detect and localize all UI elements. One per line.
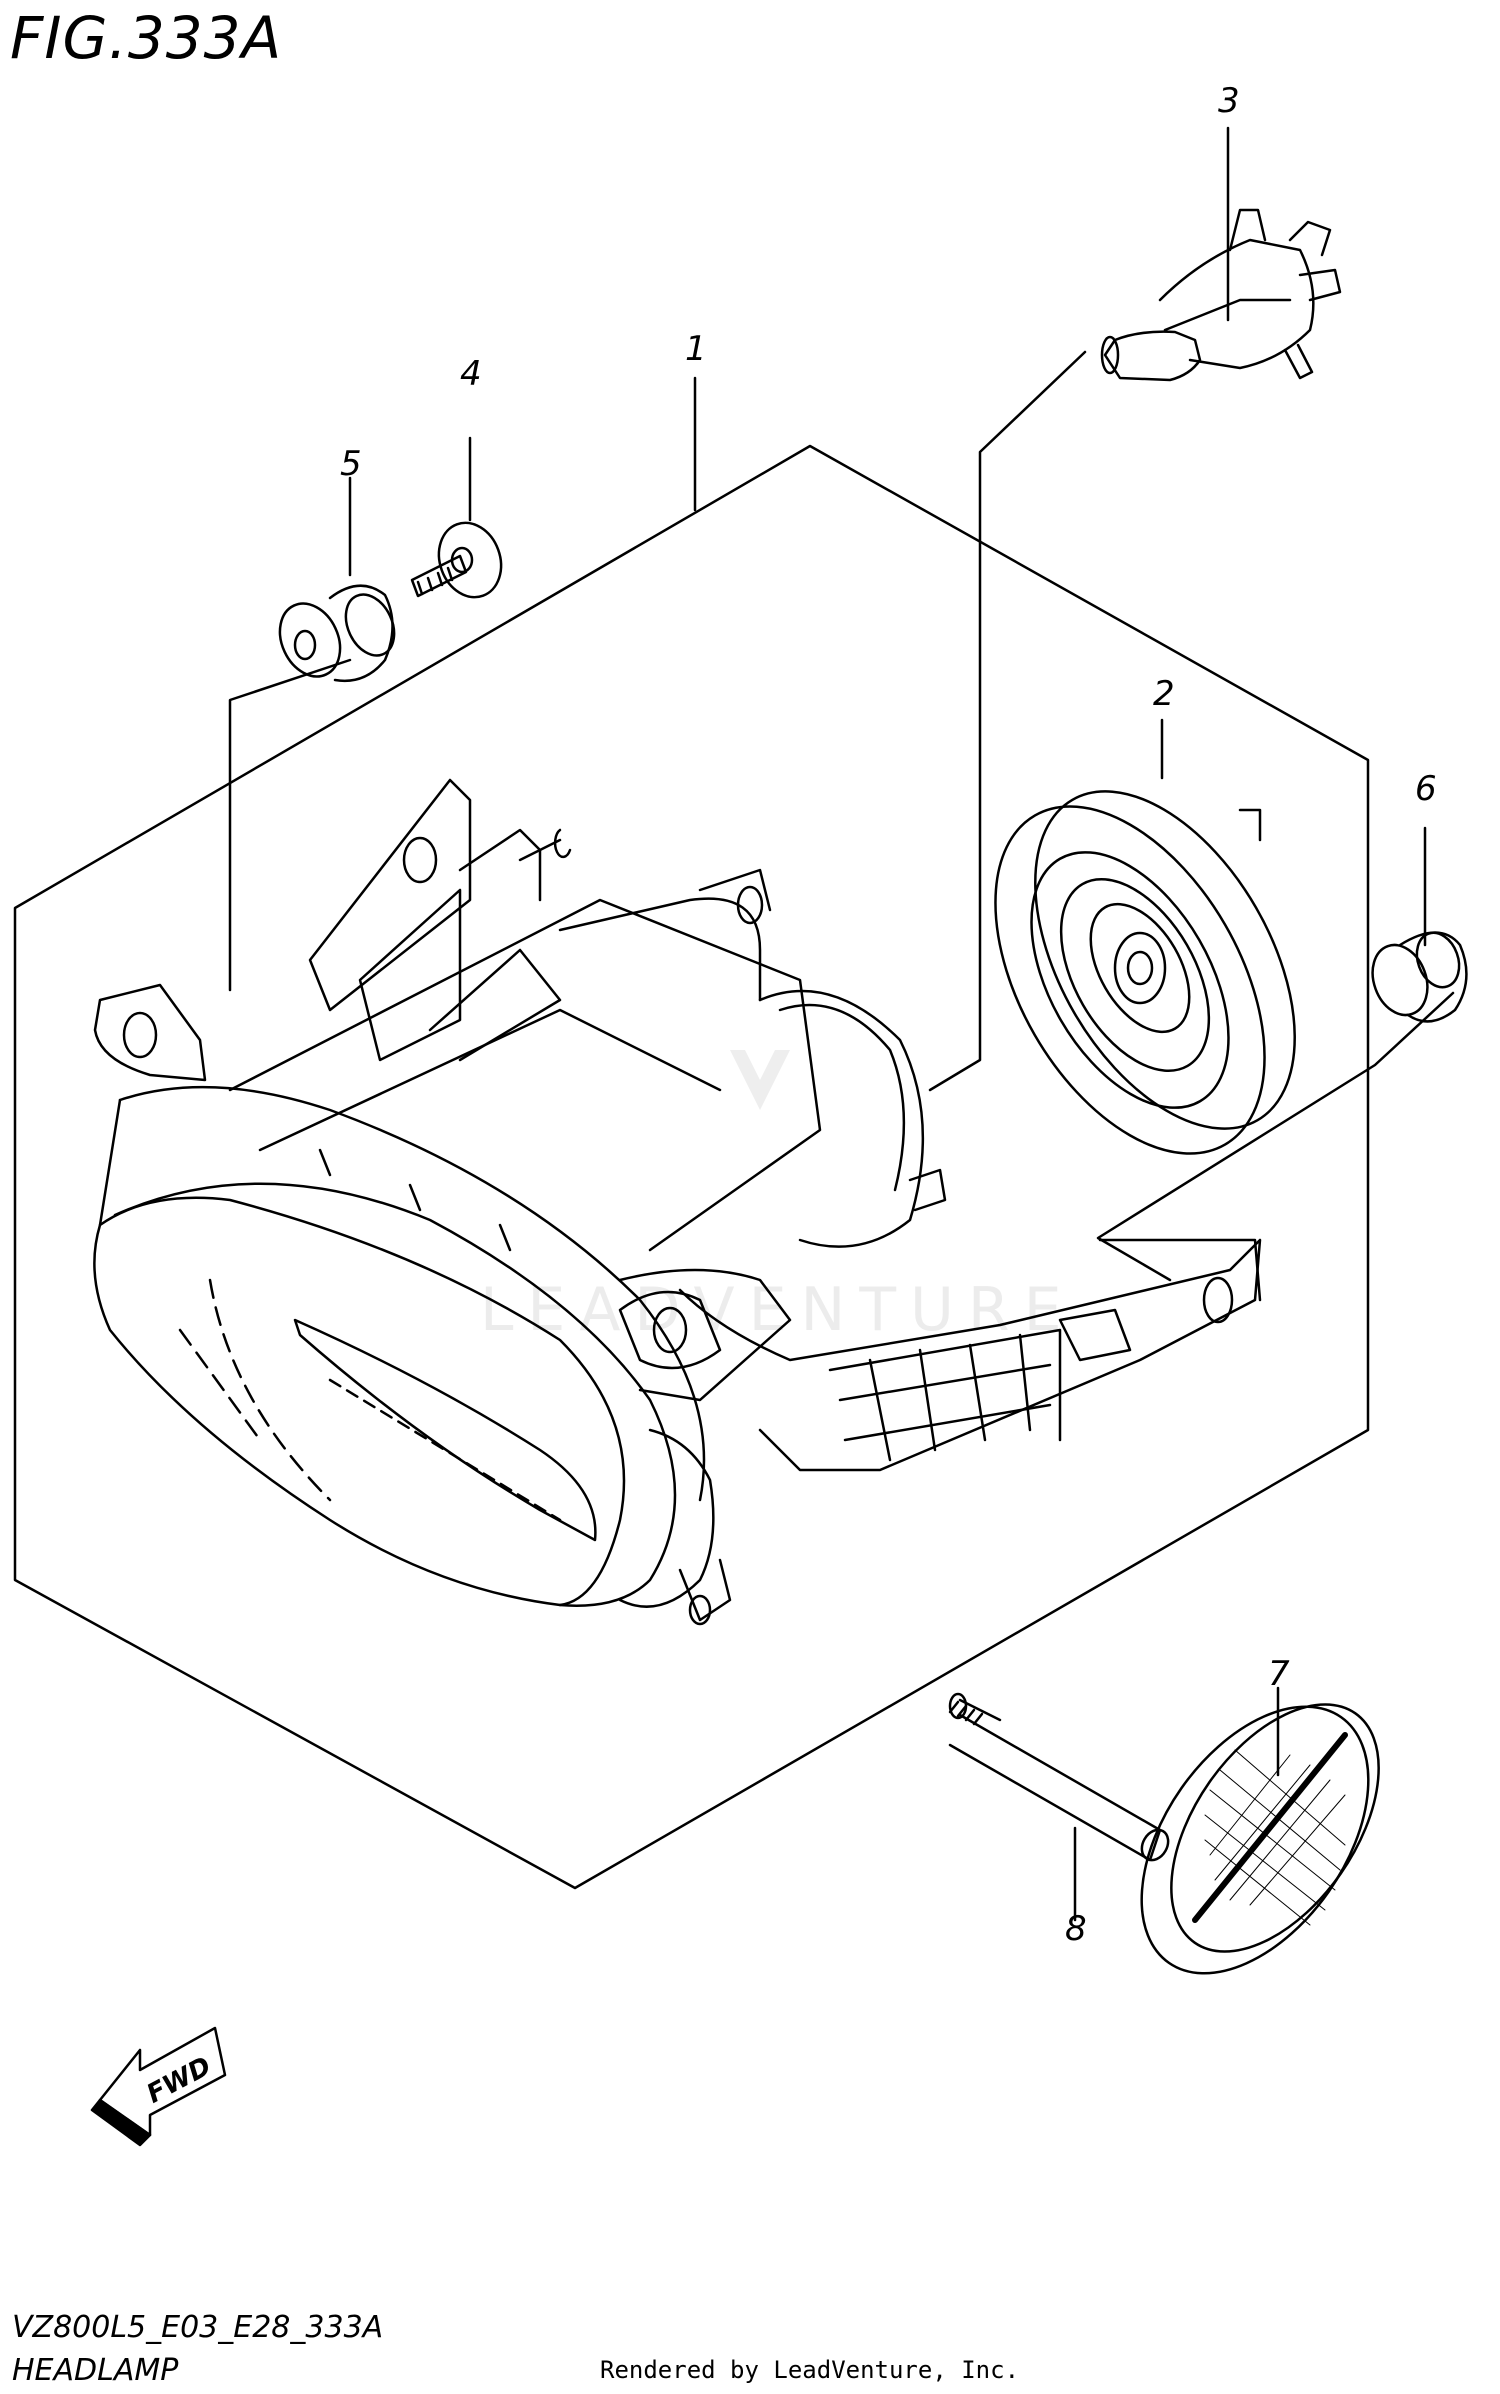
grommet-icon: [1371, 931, 1468, 1023]
callout-5: 5: [340, 444, 362, 484]
rendered-by-credit: Rendered by LeadVenture, Inc.: [600, 2356, 1020, 2384]
figure-code: VZ800L5_E03_E28_333A: [12, 2310, 384, 2345]
socket-cover-icon: [994, 790, 1296, 1155]
callout-labels: 1 2 3 4 5 6 7 8: [340, 81, 1437, 1949]
callout-3: 3: [1218, 81, 1240, 121]
figure-title: FIG.333A: [10, 4, 283, 72]
screw-icon: [410, 521, 503, 599]
headlamp-assembly-icon: [93, 778, 1262, 1626]
fwd-arrow-icon: FWD: [90, 2026, 227, 2147]
bulb-icon: [1100, 208, 1342, 382]
reflector-icon: [1140, 1703, 1380, 1975]
callout-2: 2: [1153, 674, 1175, 714]
figure-name: HEADLAMP: [12, 2353, 179, 2388]
watermark-text: LEADVENTURE: [480, 1275, 1076, 1345]
callout-1: 1: [685, 329, 707, 369]
watermark: LEADVENTURE: [480, 1050, 1076, 1345]
callout-7: 7: [1268, 1654, 1290, 1694]
grommet-icon: [278, 584, 396, 683]
callout-6: 6: [1415, 769, 1437, 809]
leader-lines: [228, 126, 1455, 1922]
stud-icon: [948, 1692, 1170, 1862]
callout-4: 4: [460, 354, 482, 394]
assembly-boundary-box: [13, 444, 1370, 1890]
callout-8: 8: [1065, 1909, 1087, 1949]
